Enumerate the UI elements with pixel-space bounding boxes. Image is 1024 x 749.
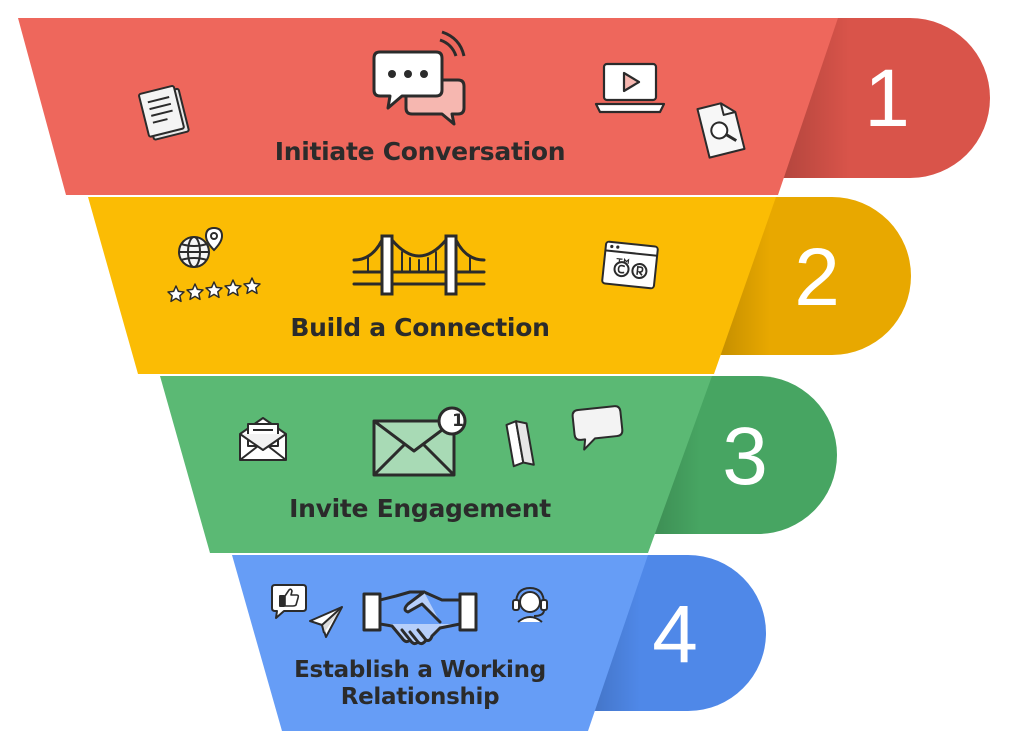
document-icon — [134, 80, 200, 146]
handshake-icon — [362, 582, 478, 650]
leaflet-icon — [504, 419, 535, 469]
stage-2-title: Build a Connection — [290, 313, 550, 342]
laptop-video-icon — [594, 60, 666, 116]
open-envelope-icon — [236, 412, 290, 464]
notification-count: 1 — [452, 411, 464, 431]
globe-pin-icon — [176, 226, 224, 272]
copyright-trademark-icon — [600, 238, 660, 292]
five-stars-icon — [166, 277, 264, 304]
stage-2-number: 2 — [794, 232, 840, 323]
envelope-notification-icon — [372, 405, 468, 477]
stage-4-title-line-2: Relationship — [340, 684, 500, 710]
stage-4-title-line-1: Establish a Working — [294, 657, 546, 683]
support-agent-icon — [510, 584, 550, 624]
thumbs-up-icon — [270, 582, 308, 620]
stage-3-title: Invite Engagement — [289, 494, 551, 523]
file-search-icon — [693, 98, 749, 160]
speech-bubble-icon — [571, 404, 624, 451]
stage-1-number: 1 — [864, 53, 910, 144]
stage-4-title: Establish a Working Relationship — [250, 657, 590, 711]
notification-badge — [437, 406, 467, 436]
stage-4-number: 4 — [652, 589, 698, 680]
stage-3-number: 3 — [722, 411, 768, 502]
bridge-icon — [352, 232, 486, 298]
stage-1-title: Initiate Conversation — [274, 137, 566, 166]
paper-plane-icon — [308, 605, 344, 639]
chat-bubbles-icon — [372, 30, 468, 130]
